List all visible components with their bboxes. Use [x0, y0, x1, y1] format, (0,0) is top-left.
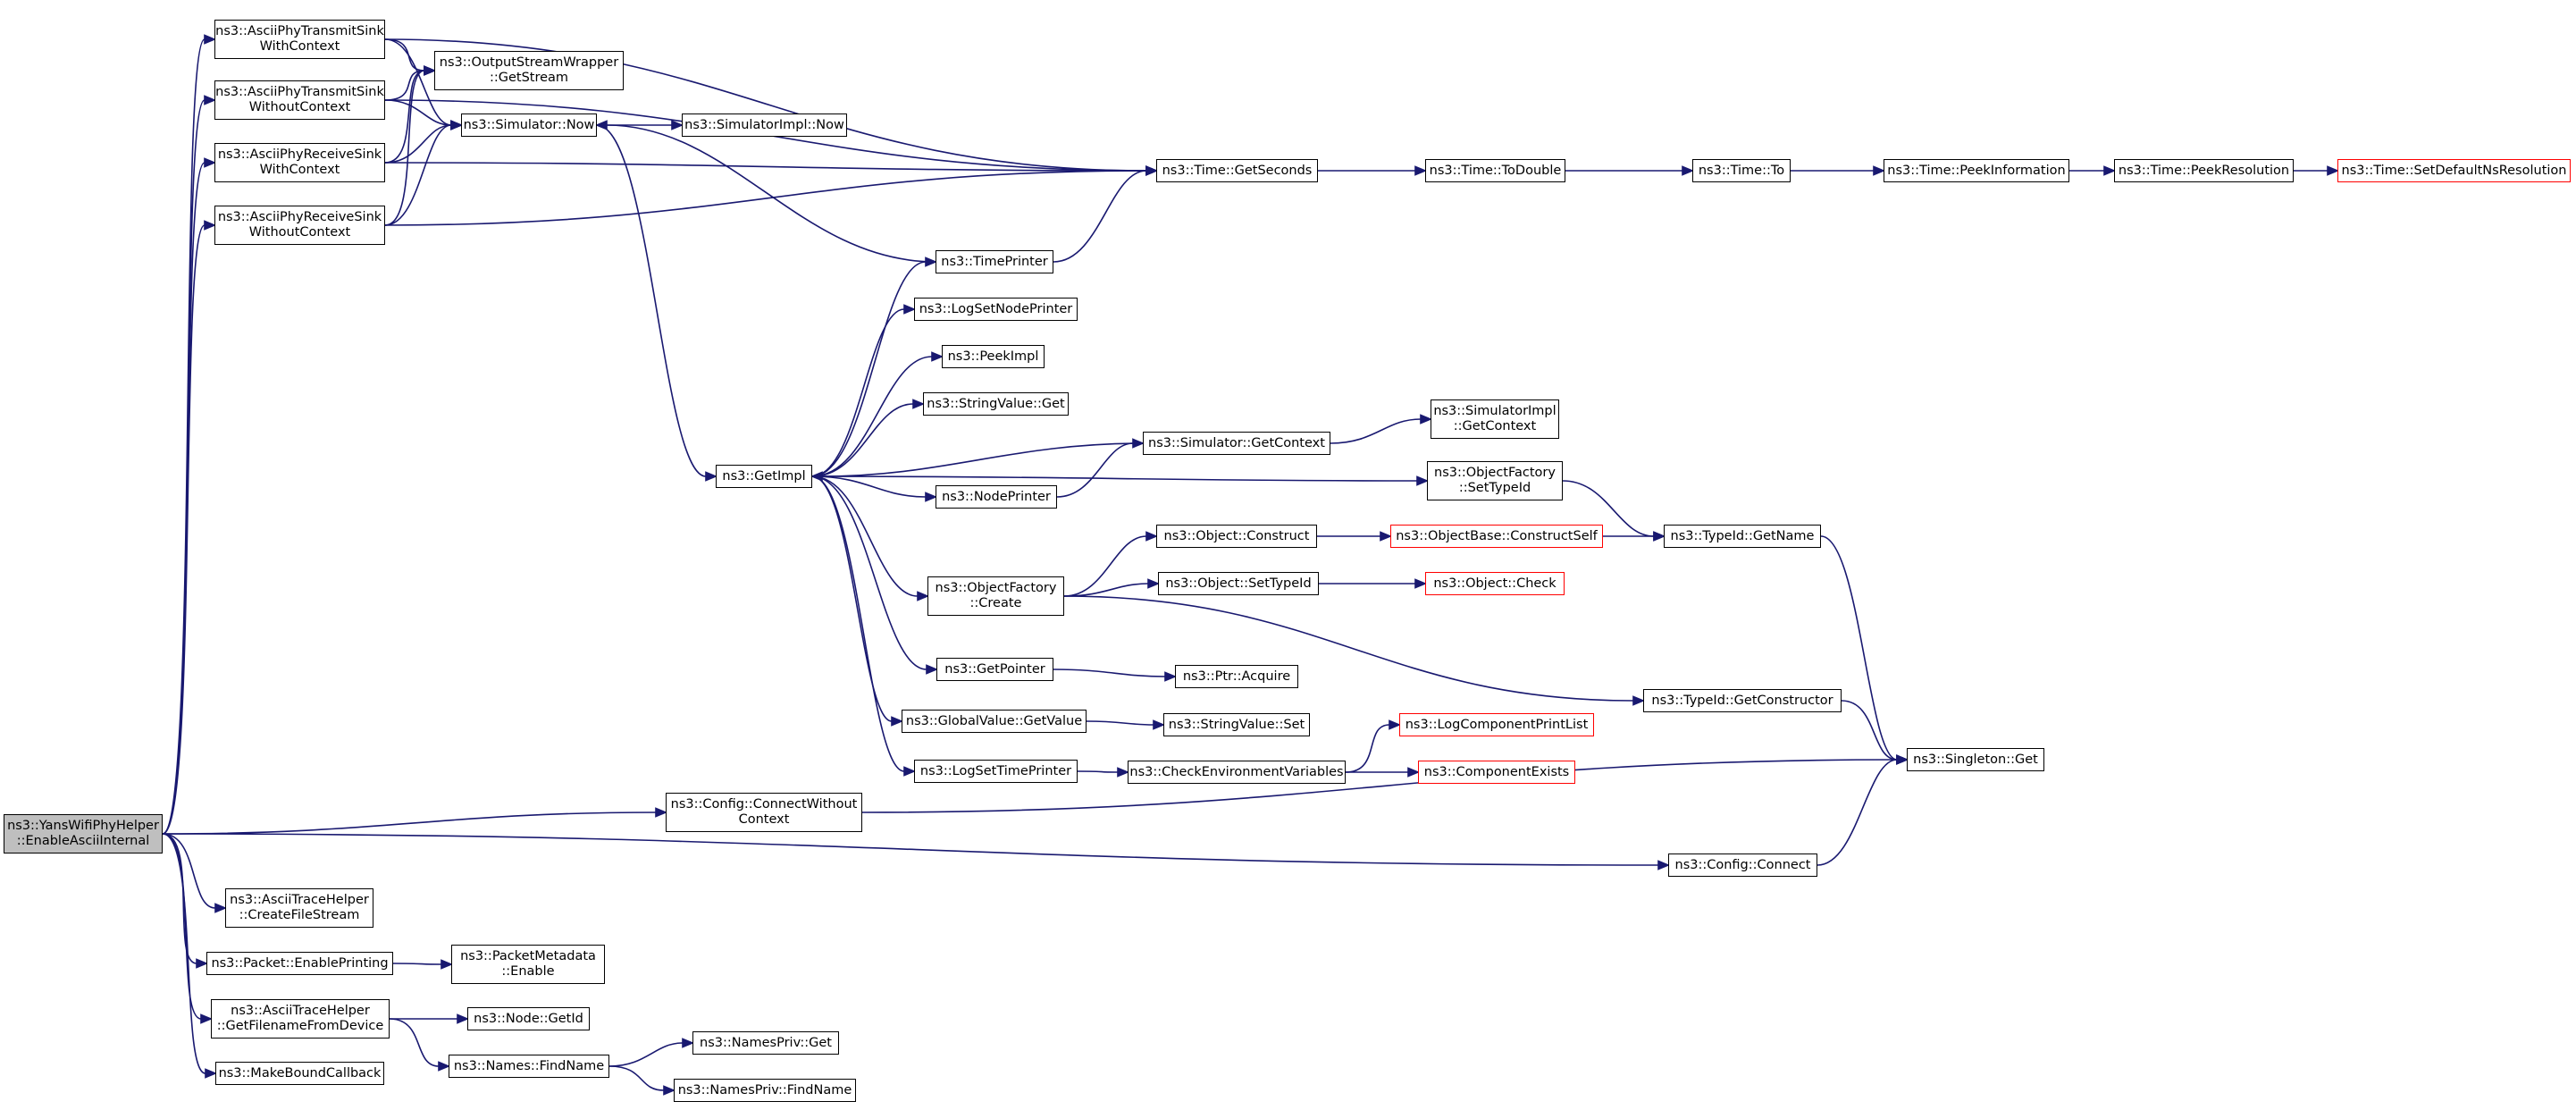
- node-ascii-rx-with[interactable]: ns3::AsciiPhyReceiveSink WithContext: [214, 143, 385, 182]
- node-componentexists[interactable]: ns3::ComponentExists: [1418, 761, 1575, 784]
- edge-getimpl-to-logsetnodeprinter: [811, 304, 917, 477]
- edge-typeid_getname-to-singleton_get: [1820, 535, 1909, 765]
- node-pm-enable[interactable]: ns3::PacketMetadata ::Enable: [451, 945, 605, 984]
- edge-object_construct-to-constructself: [1316, 531, 1393, 542]
- node-enableprinting[interactable]: ns3::Packet::EnablePrinting: [206, 952, 393, 975]
- node-checkenv[interactable]: ns3::CheckEnvironmentVariables: [1128, 761, 1346, 784]
- edge-names_findname-to-namespriv_get: [608, 1038, 695, 1067]
- edge-logsettimeprinter-to-checkenv: [1077, 767, 1130, 778]
- node-makeboundcallback[interactable]: ns3::MakeBoundCallback: [215, 1062, 384, 1085]
- node-setdefaultns[interactable]: ns3::Time::SetDefaultNsResolution: [2337, 159, 2571, 182]
- edge-typeid_getconstructor-to-singleton_get: [1841, 700, 1909, 765]
- edge-sim_getcontext-to-simimpl_getcontext: [1330, 414, 1433, 444]
- node-getfilename[interactable]: ns3::AsciiTraceHelper ::GetFilenameFromD…: [211, 999, 390, 1039]
- node-namespriv-get[interactable]: ns3::NamesPriv::Get: [692, 1031, 839, 1055]
- edge-enableprinting-to-pm_enable: [392, 959, 454, 970]
- edge-time_to-to-peekinformation: [1791, 165, 1886, 176]
- node-simulatorimpl-now[interactable]: ns3::SimulatorImpl::Now: [682, 114, 847, 137]
- edge-getimpl-to-getpointer: [811, 475, 939, 675]
- node-ptr-acquire[interactable]: ns3::Ptr::Acquire: [1175, 665, 1298, 688]
- node-object-check[interactable]: ns3::Object::Check: [1425, 572, 1565, 595]
- edge-peekresolution-to-setdefaultns: [2294, 165, 2340, 176]
- edge-config_connect-to-singleton_get: [1817, 754, 1909, 866]
- edge-timeprinter-to-time_getseconds: [1053, 165, 1159, 263]
- edge-of_create-to-object_construct: [1063, 531, 1159, 597]
- edge-root-to-makeboundcallback: [162, 833, 218, 1079]
- node-logcomponentprintlist[interactable]: ns3::LogComponentPrintList: [1399, 713, 1594, 736]
- node-nodeprinter[interactable]: ns3::NodePrinter: [936, 485, 1057, 509]
- node-time-to[interactable]: ns3::Time::To: [1692, 159, 1791, 182]
- edge-root-to-ascii_rx_without: [162, 220, 217, 835]
- node-simimpl-getcontext[interactable]: ns3::SimulatorImpl ::GetContext: [1431, 399, 1559, 439]
- edge-getimpl-to-nodeprinter: [811, 475, 938, 502]
- edge-timeprinter-to-simulator_now: [594, 120, 936, 263]
- node-peekinformation[interactable]: ns3::Time::PeekInformation: [1884, 159, 2069, 182]
- node-getpointer[interactable]: ns3::GetPointer: [936, 658, 1053, 681]
- node-object-settypeid[interactable]: ns3::Object::SetTypeId: [1158, 572, 1319, 595]
- edge-layer: [162, 34, 2340, 1096]
- edge-names_findname-to-namespriv_findname: [608, 1065, 676, 1096]
- node-stringvalue-set[interactable]: ns3::StringValue::Set: [1163, 713, 1310, 736]
- node-output-stream[interactable]: ns3::OutputStreamWrapper ::GetStream: [434, 51, 624, 90]
- node-logsetnodeprinter[interactable]: ns3::LogSetNodePrinter: [914, 298, 1078, 321]
- edge-root-to-config_connect: [162, 833, 1671, 870]
- node-stringvalue-get[interactable]: ns3::StringValue::Get: [923, 392, 1069, 416]
- node-peekresolution[interactable]: ns3::Time::PeekResolution: [2114, 159, 2294, 182]
- node-typeid-getname[interactable]: ns3::TypeId::GetName: [1664, 525, 1821, 548]
- node-of-create[interactable]: ns3::ObjectFactory ::Create: [927, 576, 1064, 616]
- edge-peekinformation-to-peekresolution: [2069, 165, 2117, 176]
- edge-getimpl-to-of_create: [811, 475, 930, 601]
- node-time-todouble[interactable]: ns3::Time::ToDouble: [1425, 159, 1565, 182]
- node-ascii-tx-with[interactable]: ns3::AsciiPhyTransmitSink WithContext: [214, 20, 385, 59]
- node-constructself[interactable]: ns3::ObjectBase::ConstructSelf: [1390, 525, 1603, 548]
- edge-of_create-to-typeid_getconstructor: [1063, 595, 1646, 706]
- edge-getpointer-to-ptr_acquire: [1053, 669, 1178, 682]
- edge-checkenv-to-logcomponentprintlist: [1345, 719, 1402, 773]
- node-connectwithout[interactable]: ns3::Config::ConnectWithout Context: [666, 793, 862, 832]
- edge-root-to-createfilestream: [162, 833, 228, 913]
- node-ascii-rx-without[interactable]: ns3::AsciiPhyReceiveSink WithoutContext: [214, 206, 385, 245]
- node-simulator-now[interactable]: ns3::Simulator::Now: [461, 114, 597, 137]
- edge-object_settypeid-to-object_check: [1319, 578, 1428, 589]
- node-object-construct[interactable]: ns3::Object::Construct: [1156, 525, 1317, 548]
- edge-getfilename-to-names_findname: [389, 1018, 451, 1072]
- node-root: ns3::YansWifiPhyHelper ::EnableAsciiInte…: [4, 814, 163, 854]
- node-sim-getcontext[interactable]: ns3::Simulator::GetContext: [1143, 432, 1330, 455]
- edge-ascii_rx_without-to-output_stream: [384, 65, 437, 226]
- node-ascii-tx-without[interactable]: ns3::AsciiPhyTransmitSink WithoutContext: [214, 80, 385, 120]
- edge-gv_getvalue-to-stringvalue_set: [1086, 719, 1166, 730]
- node-typeid-getconstructor[interactable]: ns3::TypeId::GetConstructor: [1643, 689, 1842, 712]
- edge-nodeprinter-to-sim_getcontext: [1056, 438, 1145, 498]
- node-of-settypeid[interactable]: ns3::ObjectFactory ::SetTypeId: [1427, 461, 1563, 500]
- edge-constructself-to-typeid_getname: [1602, 531, 1666, 542]
- edge-time_todouble-to-time_to: [1565, 165, 1695, 176]
- edge-time_getseconds-to-time_todouble: [1318, 165, 1428, 176]
- node-names-findname[interactable]: ns3::Names::FindName: [449, 1055, 609, 1078]
- node-createfilestream[interactable]: ns3::AsciiTraceHelper ::CreateFileStream: [225, 888, 373, 928]
- node-namespriv-findname[interactable]: ns3::NamesPriv::FindName: [674, 1079, 856, 1102]
- edge-sim_getcontext-to-getimpl: [810, 442, 1144, 482]
- edge-simulator_now-to-getimpl: [596, 124, 718, 482]
- edge-ascii_rx_without-to-simulator_now: [384, 120, 464, 226]
- edge-getimpl-to-of_settypeid: [811, 475, 1430, 486]
- edge-getimpl-to-stringvalue_get: [811, 399, 926, 477]
- node-singleton-get[interactable]: ns3::Singleton::Get: [1907, 748, 2044, 771]
- node-getimpl[interactable]: ns3::GetImpl: [716, 465, 812, 488]
- edge-ascii_rx_with-to-simulator_now: [384, 120, 464, 164]
- edge-checkenv-to-componentexists: [1345, 767, 1421, 778]
- edge-root-to-connectwithout: [162, 807, 668, 835]
- node-peekimpl[interactable]: ns3::PeekImpl: [942, 345, 1045, 368]
- edge-getimpl-to-timeprinter: [811, 256, 938, 477]
- node-logsettimeprinter[interactable]: ns3::LogSetTimePrinter: [914, 760, 1078, 783]
- node-timeprinter[interactable]: ns3::TimePrinter: [936, 250, 1053, 273]
- node-time-getseconds[interactable]: ns3::Time::GetSeconds: [1156, 159, 1318, 182]
- edge-getimpl-to-logsettimeprinter: [811, 475, 917, 777]
- node-config-connect[interactable]: ns3::Config::Connect: [1668, 854, 1817, 877]
- node-gv-getvalue[interactable]: ns3::GlobalValue::GetValue: [902, 710, 1087, 733]
- edge-getfilename-to-node_getid: [390, 1013, 470, 1024]
- node-node-getid[interactable]: ns3::Node::GetId: [467, 1007, 590, 1030]
